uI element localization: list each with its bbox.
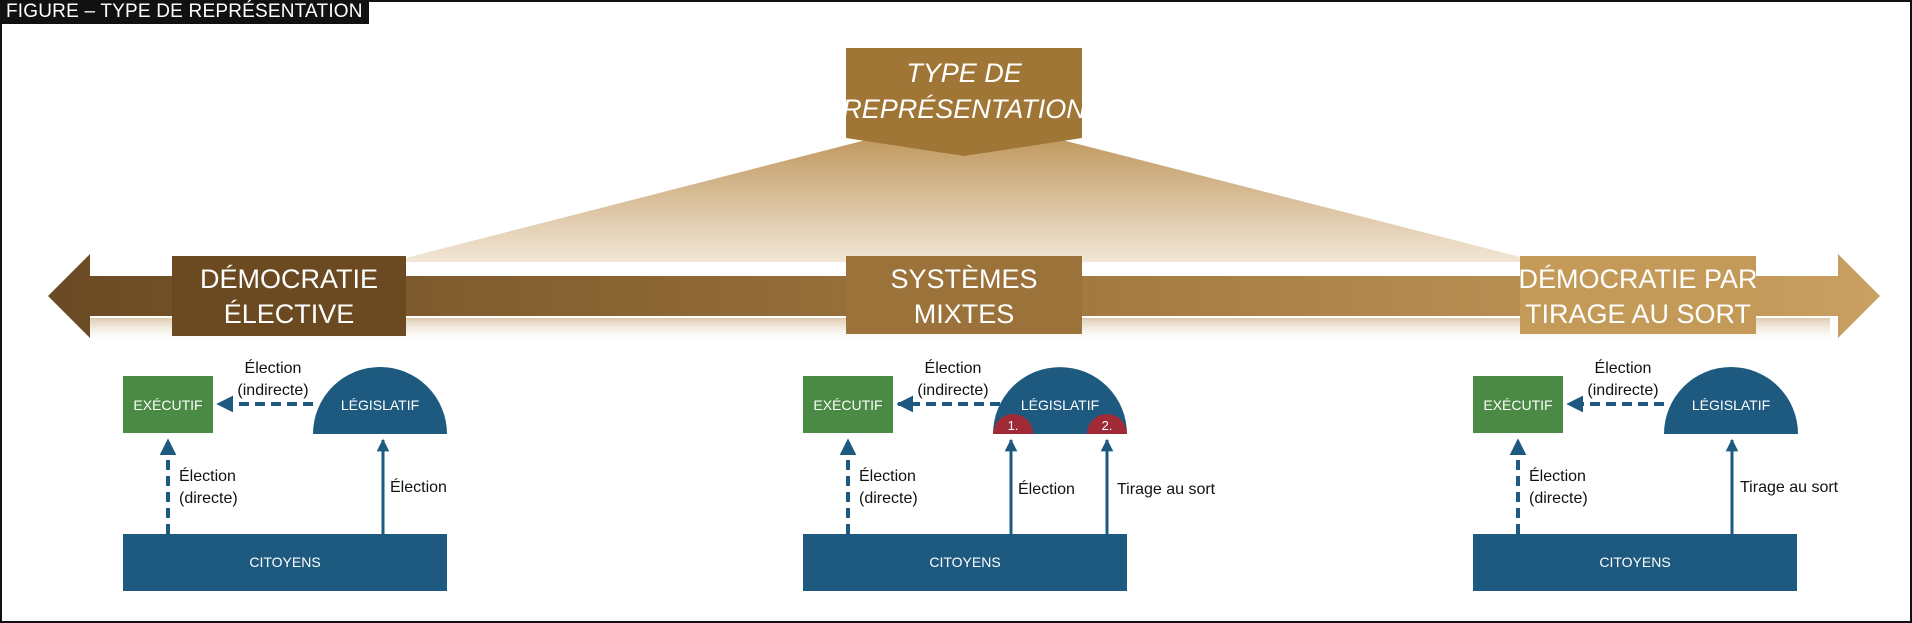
direct-election-line1: Élection	[179, 466, 236, 485]
top-box-line2: REPRÉSENTATION	[842, 94, 1086, 124]
category-electoral-democracy: DÉMOCRATIE ÉLECTIVE	[172, 256, 406, 336]
category-right-line1: DÉMOCRATIE PAR	[1518, 264, 1757, 294]
direct-election-line2: (directe)	[859, 490, 918, 507]
citizens-label: CITOYENS	[1599, 554, 1670, 570]
badge-2-semicircle	[1087, 414, 1127, 434]
legislative-label: LÉGISLATIF	[1692, 397, 1770, 413]
executive-box	[803, 376, 893, 433]
category-middle-line2: MIXTES	[914, 299, 1015, 329]
executive-box	[123, 376, 213, 433]
category-mixed-systems: SYSTÈMES MIXTES	[846, 256, 1082, 334]
legislative-dome	[313, 367, 447, 434]
citizens-box	[123, 534, 447, 591]
citizens-box	[803, 534, 1127, 591]
indirect-election-line1: Élection	[925, 358, 982, 377]
legislative-election-label: Élection	[390, 477, 447, 496]
direct-election-line1: Élection	[1529, 466, 1586, 485]
direct-election-line2: (directe)	[179, 490, 238, 507]
legislative-election-label: Élection	[1018, 479, 1075, 498]
indirect-election-line2: (indirecte)	[237, 382, 308, 399]
category-right-line2: TIRAGE AU SORT	[1525, 299, 1751, 329]
direct-election-line2: (directe)	[1529, 490, 1588, 507]
indirect-election-line1: Élection	[245, 358, 302, 377]
top-box: TYPE DE REPRÉSENTATION	[842, 48, 1086, 156]
citizens-box	[1473, 534, 1797, 591]
legislative-dome	[993, 367, 1127, 434]
panel-electoral: EXÉCUTIF LÉGISLATIF CITOYENS Élection (i…	[123, 358, 447, 591]
badge-1-label: 1.	[1008, 418, 1019, 433]
category-middle-line1: SYSTÈMES	[890, 264, 1037, 294]
executive-label: EXÉCUTIF	[813, 397, 882, 413]
citizens-label: CITOYENS	[249, 554, 320, 570]
category-sortition-democracy: DÉMOCRATIE PAR TIRAGE AU SORT	[1518, 256, 1758, 334]
executive-box	[1473, 376, 1563, 433]
sortition-label: Tirage au sort	[1740, 479, 1839, 496]
executive-label: EXÉCUTIF	[133, 397, 202, 413]
indirect-election-line2: (indirecte)	[917, 382, 988, 399]
badge-1-semicircle	[993, 414, 1033, 434]
spectrum-fan	[390, 140, 1540, 262]
citizens-label: CITOYENS	[929, 554, 1000, 570]
panel-mixed: EXÉCUTIF LÉGISLATIF 1. 2. CITOYENS Élect…	[803, 358, 1216, 591]
legislative-dome	[1664, 367, 1798, 434]
indirect-election-line1: Élection	[1595, 358, 1652, 377]
figure-label: FIGURE – TYPE DE REPRÉSENTATION	[0, 0, 369, 24]
executive-label: EXÉCUTIF	[1483, 397, 1552, 413]
category-left-line1: DÉMOCRATIE	[200, 264, 378, 294]
indirect-election-line2: (indirecte)	[1587, 382, 1658, 399]
legislative-label: LÉGISLATIF	[1021, 397, 1099, 413]
direct-election-line1: Élection	[859, 466, 916, 485]
panel-sortition: EXÉCUTIF LÉGISLATIF CITOYENS Élection (i…	[1473, 358, 1839, 591]
legislative-label: LÉGISLATIF	[341, 397, 419, 413]
sortition-label: Tirage au sort	[1117, 481, 1216, 498]
top-box-line1: TYPE DE	[906, 58, 1023, 88]
badge-2-label: 2.	[1102, 418, 1113, 433]
category-left-line2: ÉLECTIVE	[224, 299, 355, 329]
